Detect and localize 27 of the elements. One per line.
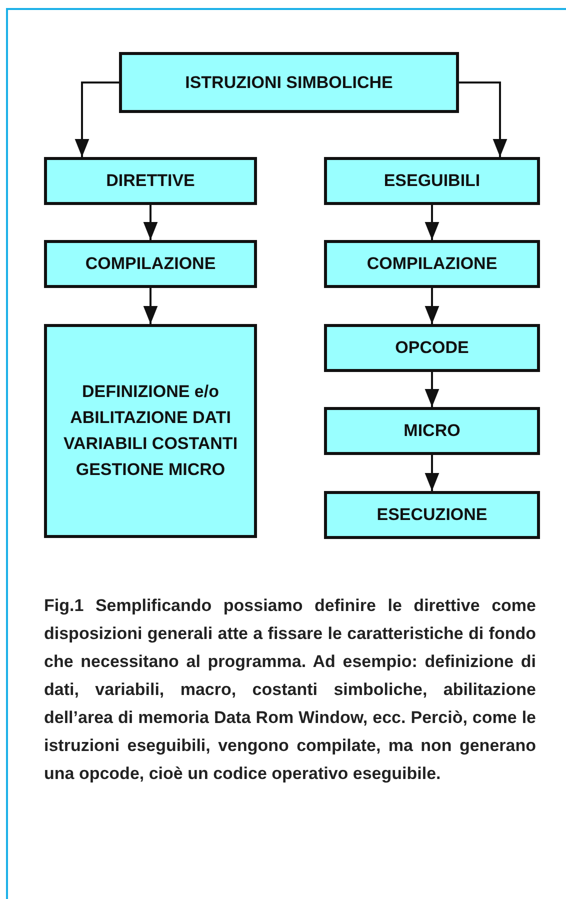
- arrow: [143, 288, 158, 324]
- box-label: COMPILAZIONE: [85, 253, 216, 276]
- process-box: [324, 240, 540, 288]
- process-box: [44, 324, 257, 538]
- box-label: OPCODE: [395, 337, 469, 360]
- arrow: [424, 288, 440, 324]
- box-label: ESEGUIBILI: [384, 170, 480, 192]
- process-box: [324, 407, 540, 455]
- process-box: [324, 157, 540, 205]
- box-label: ESECUZIONE: [376, 504, 488, 526]
- process-box: [44, 240, 257, 288]
- arrow: [74, 82, 119, 157]
- arrow: [459, 82, 508, 157]
- process-box: [119, 52, 459, 113]
- figure-caption: Fig.1 Semplificando possiamo definire le direttive come disposizioni generali atte a fissare le caratteristiche di fondo che necessitano al programma. Ad esempio: definizione di dati, variabili, macro, costanti simboliche, abilitazione dell’area di memoria Data Rom Window, ecc. Perciò, come le istruzioni eseguibili, vengono compilate, ma non generano una opcode, cioè un codice operativo eseguibile.: [44, 595, 536, 785]
- process-box: [44, 157, 257, 205]
- arrow: [424, 372, 440, 407]
- arrow: [143, 205, 158, 240]
- box-label: COMPILAZIONE: [366, 253, 498, 276]
- box-label: MICRO: [404, 420, 460, 442]
- process-box: [324, 491, 540, 539]
- arrow: [424, 455, 440, 491]
- arrow: [424, 205, 440, 240]
- box-label: ISTRUZIONI SIMBOLICHE: [185, 72, 393, 94]
- process-box: [324, 324, 540, 372]
- box-label: DIRETTIVE: [106, 170, 195, 192]
- box-label: DEFINIZIONE e/o ABILITAZIONE DATI VARIABILI COSTANTI GESTIONE MICRO: [62, 381, 239, 481]
